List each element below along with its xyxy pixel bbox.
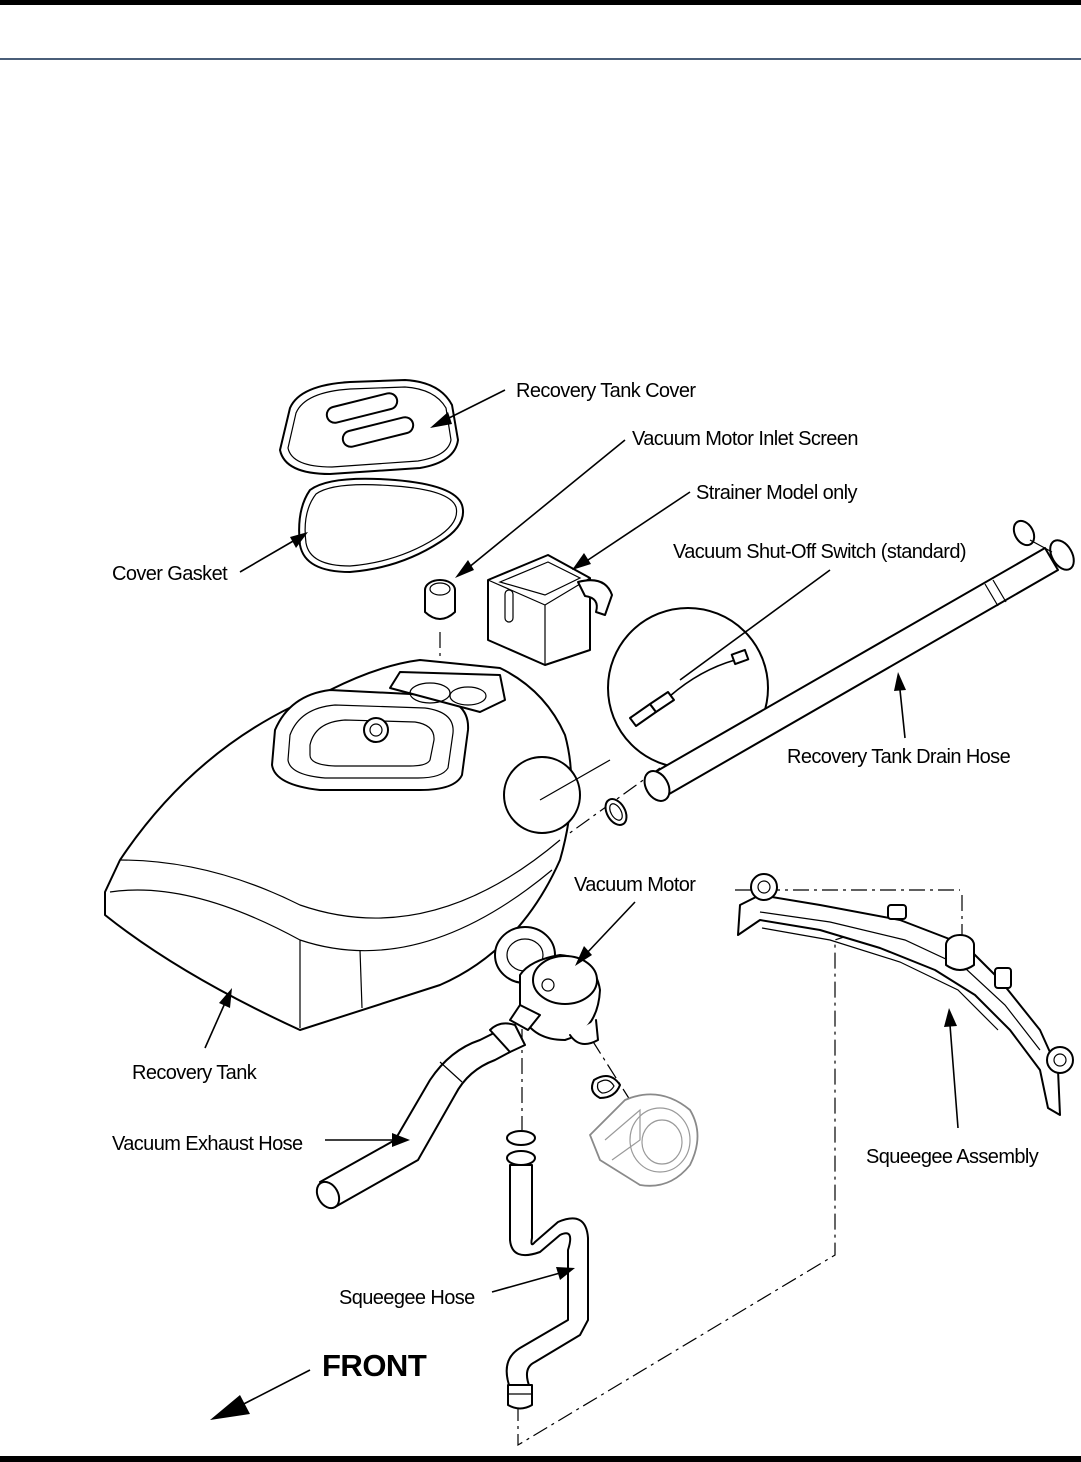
label-cover-gasket: Cover Gasket [112,563,228,585]
label-recovery-tank-cover: Recovery Tank Cover [516,380,696,402]
recovery-tank [104,659,611,1031]
label-strainer-model-only: Strainer Model only [696,482,858,504]
squeegee-assembly [737,873,1074,1116]
header-rule [0,58,1081,60]
cover-gasket [298,477,464,573]
label-front: FRONT [322,1348,427,1383]
leader-lines [204,389,959,1293]
label-vacuum-shutoff-switch: Vacuum Shut-Off Switch (standard) [673,541,966,563]
bottom-border-bar [0,1456,1081,1462]
label-recovery-tank: Recovery Tank [132,1062,258,1084]
label-vacuum-motor: Vacuum Motor [574,874,696,896]
part-labels: Recovery Tank Cover Vacuum Motor Inlet S… [112,380,1039,1383]
label-vacuum-motor-inlet-screen: Vacuum Motor Inlet Screen [632,428,858,450]
vacuum-exhaust-hose [315,1022,526,1210]
recovery-tank-drain-hose [604,519,1075,826]
label-squeegee-hose: Squeegee Hose [339,1287,475,1309]
top-border-bar [0,0,1081,5]
label-vacuum-exhaust-hose: Vacuum Exhaust Hose [112,1133,303,1155]
strainer-basket [487,554,613,666]
vacuum-motor-housing [588,1093,699,1187]
vacuum-shutoff-switch-detail [607,607,769,769]
front-direction-arrow [210,1369,311,1420]
label-squeegee-assembly: Squeegee Assembly [866,1146,1039,1168]
vacuum-motor [494,926,621,1099]
vacuum-motor-inlet-screen [424,579,456,620]
squeegee-hose [505,1130,589,1410]
label-recovery-tank-drain-hose: Recovery Tank Drain Hose [787,746,1011,768]
